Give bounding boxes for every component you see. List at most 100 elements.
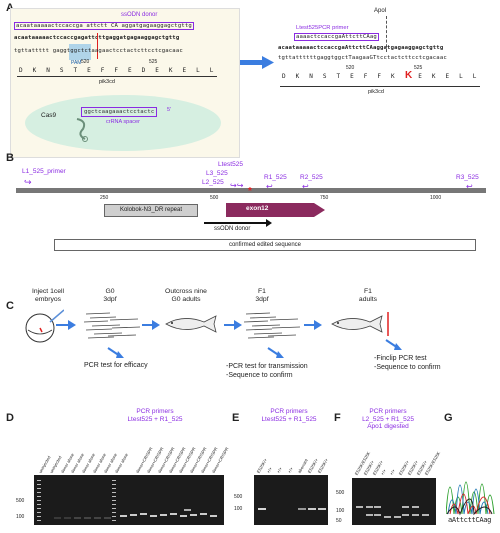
gene-label-right: pik3cd [368, 89, 384, 95]
primer-l3: L3_525 [206, 170, 228, 177]
position-525: 525 [149, 59, 158, 65]
down-arrow-1-icon [107, 347, 124, 358]
flow-arrow-1-icon [68, 320, 76, 330]
down-arrow-2-icon [267, 347, 284, 358]
panel-label-f: F [334, 412, 341, 424]
gel-band [412, 506, 419, 508]
chromatogram-trace [446, 481, 495, 516]
panel-label-a: A [6, 2, 14, 14]
cas9-ellipse [25, 95, 221, 151]
primer-l2: L2_525 [202, 179, 224, 186]
gel-band [130, 514, 137, 516]
donor-sequence: acaataaaaactccaccga attctt CA aggatgagaa… [14, 22, 194, 30]
ssodn-donor-arrowhead-icon [266, 219, 272, 227]
genomic-bottom-strand: tgttattttt gaggtggctctaagaactcctactcttcc… [14, 48, 183, 54]
gel-e [254, 475, 328, 525]
right-position-520: 520 [346, 65, 355, 71]
gel-band [190, 514, 197, 516]
apoi-site-line [386, 16, 388, 52]
gel-band [412, 514, 419, 516]
right-position-525: 525 [414, 65, 423, 71]
flow-arrow-1-shaft [56, 324, 68, 326]
gel-band [308, 508, 316, 510]
guide-rna-scaffold-icon [76, 118, 88, 142]
gene-line-left [17, 76, 217, 77]
gene-line-right [280, 86, 480, 87]
gel-band [64, 517, 71, 519]
note-efficacy: PCR test for efficacy [84, 362, 148, 369]
panel-label-b: B [6, 152, 14, 164]
gel-band [54, 517, 61, 519]
flow-arrow-3-icon [234, 320, 242, 330]
pam-highlight [69, 44, 91, 60]
panel-f-title: PCR primers L2_525 + R1_525 Apo1 digeste… [362, 408, 414, 430]
gel-band [74, 517, 81, 519]
flow-arrow-4-icon [314, 320, 322, 330]
genomic-top-strand: acaataaaaactccaccgagattcttgaggatgagaagga… [14, 35, 179, 41]
flow-arrow-3-shaft [224, 324, 234, 326]
edited-top-strand: acaataaaaactccaccgaAttcttCAaggatgagaagga… [278, 45, 444, 51]
apoi-label: ApoI [374, 8, 387, 14]
exon12-label: exon12 [246, 205, 269, 212]
gel-band [150, 515, 157, 517]
edit-result-arrow-icon [240, 56, 274, 69]
panel-a-left: ssODN donor acaataaaaactccaccga attctt C… [10, 8, 240, 158]
gel-band [374, 506, 381, 508]
gel-band [210, 515, 217, 517]
mutation-site-asterisk: * [248, 186, 252, 197]
gel-e-bands [254, 475, 328, 525]
step-g0: G0 3dpf [103, 288, 117, 303]
position-520: 520 [81, 59, 90, 65]
step-f1-adults: F1 adults [358, 288, 378, 303]
gel-f-lane-label: +/+ [388, 468, 397, 476]
gel-d-bands [34, 475, 224, 525]
ltest525-primer-label: Ltest525PCR primer [296, 25, 349, 31]
primer-r3-arrow-icon: ↩ [466, 182, 473, 191]
gel-band [120, 515, 127, 517]
gel-e-lane-label: +/+ [265, 466, 274, 474]
panel-d-title: PCR primers Ltest525 + R1_525 [127, 408, 183, 423]
gel-band [318, 508, 326, 510]
gel-band [180, 515, 187, 517]
ladder-f-500: 500 [336, 490, 345, 496]
crrna-spacer-label: crRNA spacer [106, 119, 140, 125]
gel-band [184, 509, 191, 511]
gel-band [384, 516, 391, 518]
k-mutation-marker: K [404, 70, 414, 81]
gel-band [374, 514, 381, 516]
gel-band [160, 514, 167, 516]
primer-ltest525: Ltest525 [218, 161, 243, 168]
flow-arrow-2-shaft [142, 324, 152, 326]
ladder-f-100: 100 [336, 508, 345, 514]
panel-a-right: ApoI Ltest525PCR primer aaaactccaccgaAtt… [276, 8, 492, 128]
ladder-d-100: 100 [16, 514, 25, 520]
edited-bottom-strand: tgttattttttgaggtggctTaagaaGTtcctactcttcc… [278, 55, 447, 61]
gel-band [84, 517, 91, 519]
gel-band [170, 513, 177, 515]
down-arrow-3-icon [385, 339, 402, 350]
kolobok-repeat: Kolobok-N3_DR repeat [104, 204, 198, 217]
crrna-5prime: 5' [167, 107, 172, 113]
tick-1000: 1000 [430, 195, 442, 201]
ssodn-donor-b-label: ssODN donor [214, 226, 251, 232]
ssodn-donor-line [204, 222, 268, 224]
amino-acids-left: D K N S T E F F E D E K E L L [19, 67, 217, 74]
panel-e-title: PCR primers Ltest525 + R1_525 [261, 408, 317, 423]
primer-l1: L1_525_primer [22, 168, 66, 175]
gel-band [366, 506, 373, 508]
primer-cluster-arrows-icon: ↪↪ [230, 181, 244, 190]
cas9-label: Cas9 [41, 112, 57, 119]
gel-d-ladder-2 [112, 480, 116, 522]
gel-band [394, 516, 401, 518]
f1-larvae-cluster-icon [243, 312, 301, 339]
tick-250: 250 [100, 195, 109, 201]
gel-band [356, 506, 363, 508]
cut-site-line [97, 33, 98, 59]
panel-label-c: C [6, 300, 14, 312]
panel-label-d: D [6, 412, 14, 424]
genomic-region-bar [16, 188, 486, 193]
step-inject: Inject 1cell embryos [31, 288, 65, 303]
adult-fish-icon [165, 315, 217, 333]
panel-label-g: G [444, 412, 453, 424]
